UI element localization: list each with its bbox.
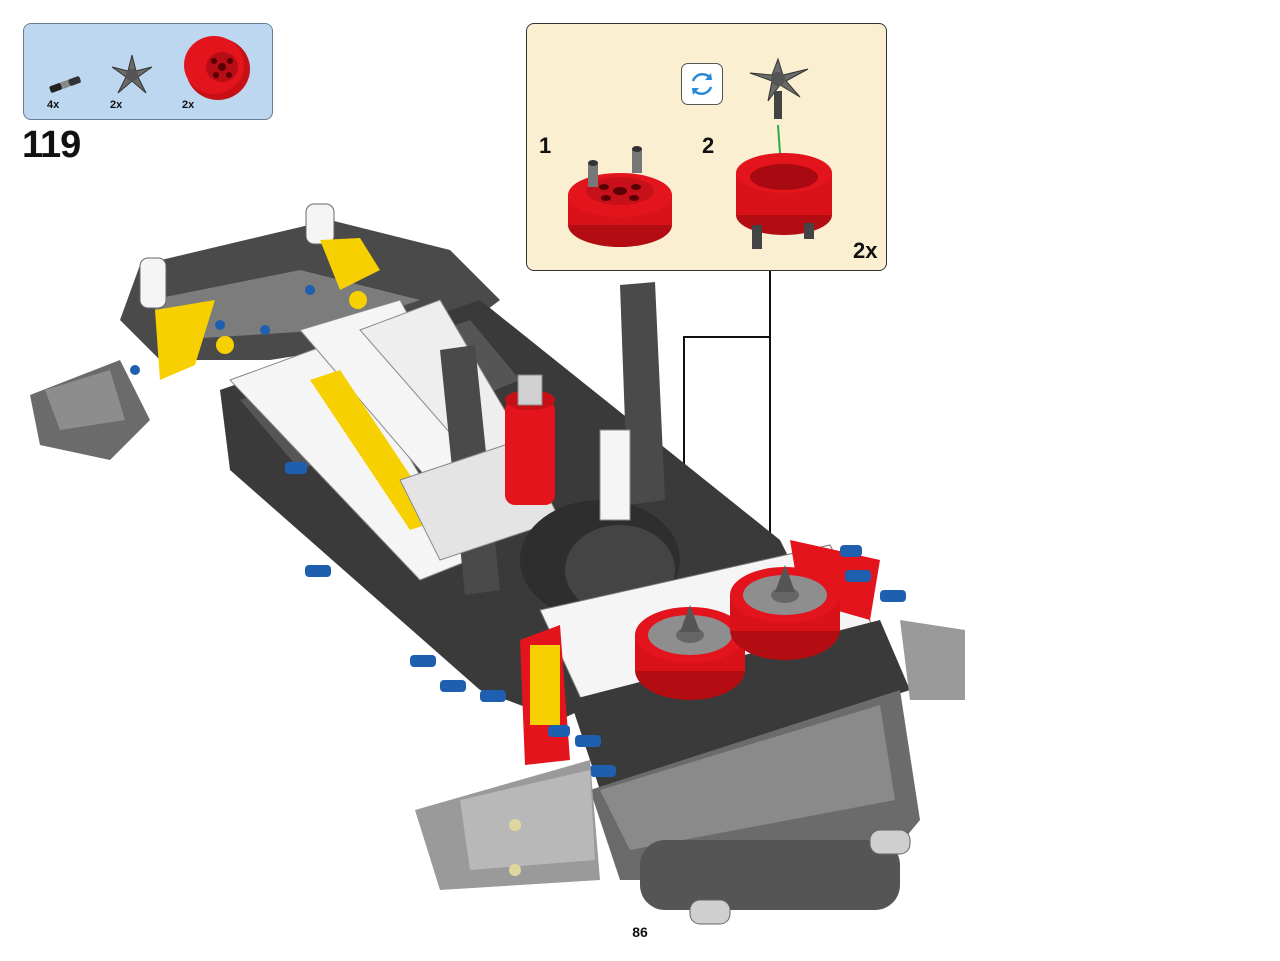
subassembly-multiplier: 2x xyxy=(853,238,878,263)
substep-1-assembly xyxy=(568,146,672,247)
axle-pin-part xyxy=(49,76,81,93)
substep-number: 1 xyxy=(539,133,552,158)
part-qty: 4x xyxy=(47,99,60,111)
turbine-rotor-part xyxy=(111,54,153,94)
substep-2-assembly xyxy=(736,57,832,249)
rotate-arrows-icon xyxy=(681,63,723,105)
page-number: 86 xyxy=(632,924,648,940)
red-wheel-hub-part xyxy=(184,36,250,100)
substep-number: 2 xyxy=(702,133,715,158)
chassis-model xyxy=(30,203,965,925)
part-qty: 2x xyxy=(182,99,195,111)
part-qty: 2x xyxy=(110,99,123,111)
step-number: 119 xyxy=(22,124,81,166)
